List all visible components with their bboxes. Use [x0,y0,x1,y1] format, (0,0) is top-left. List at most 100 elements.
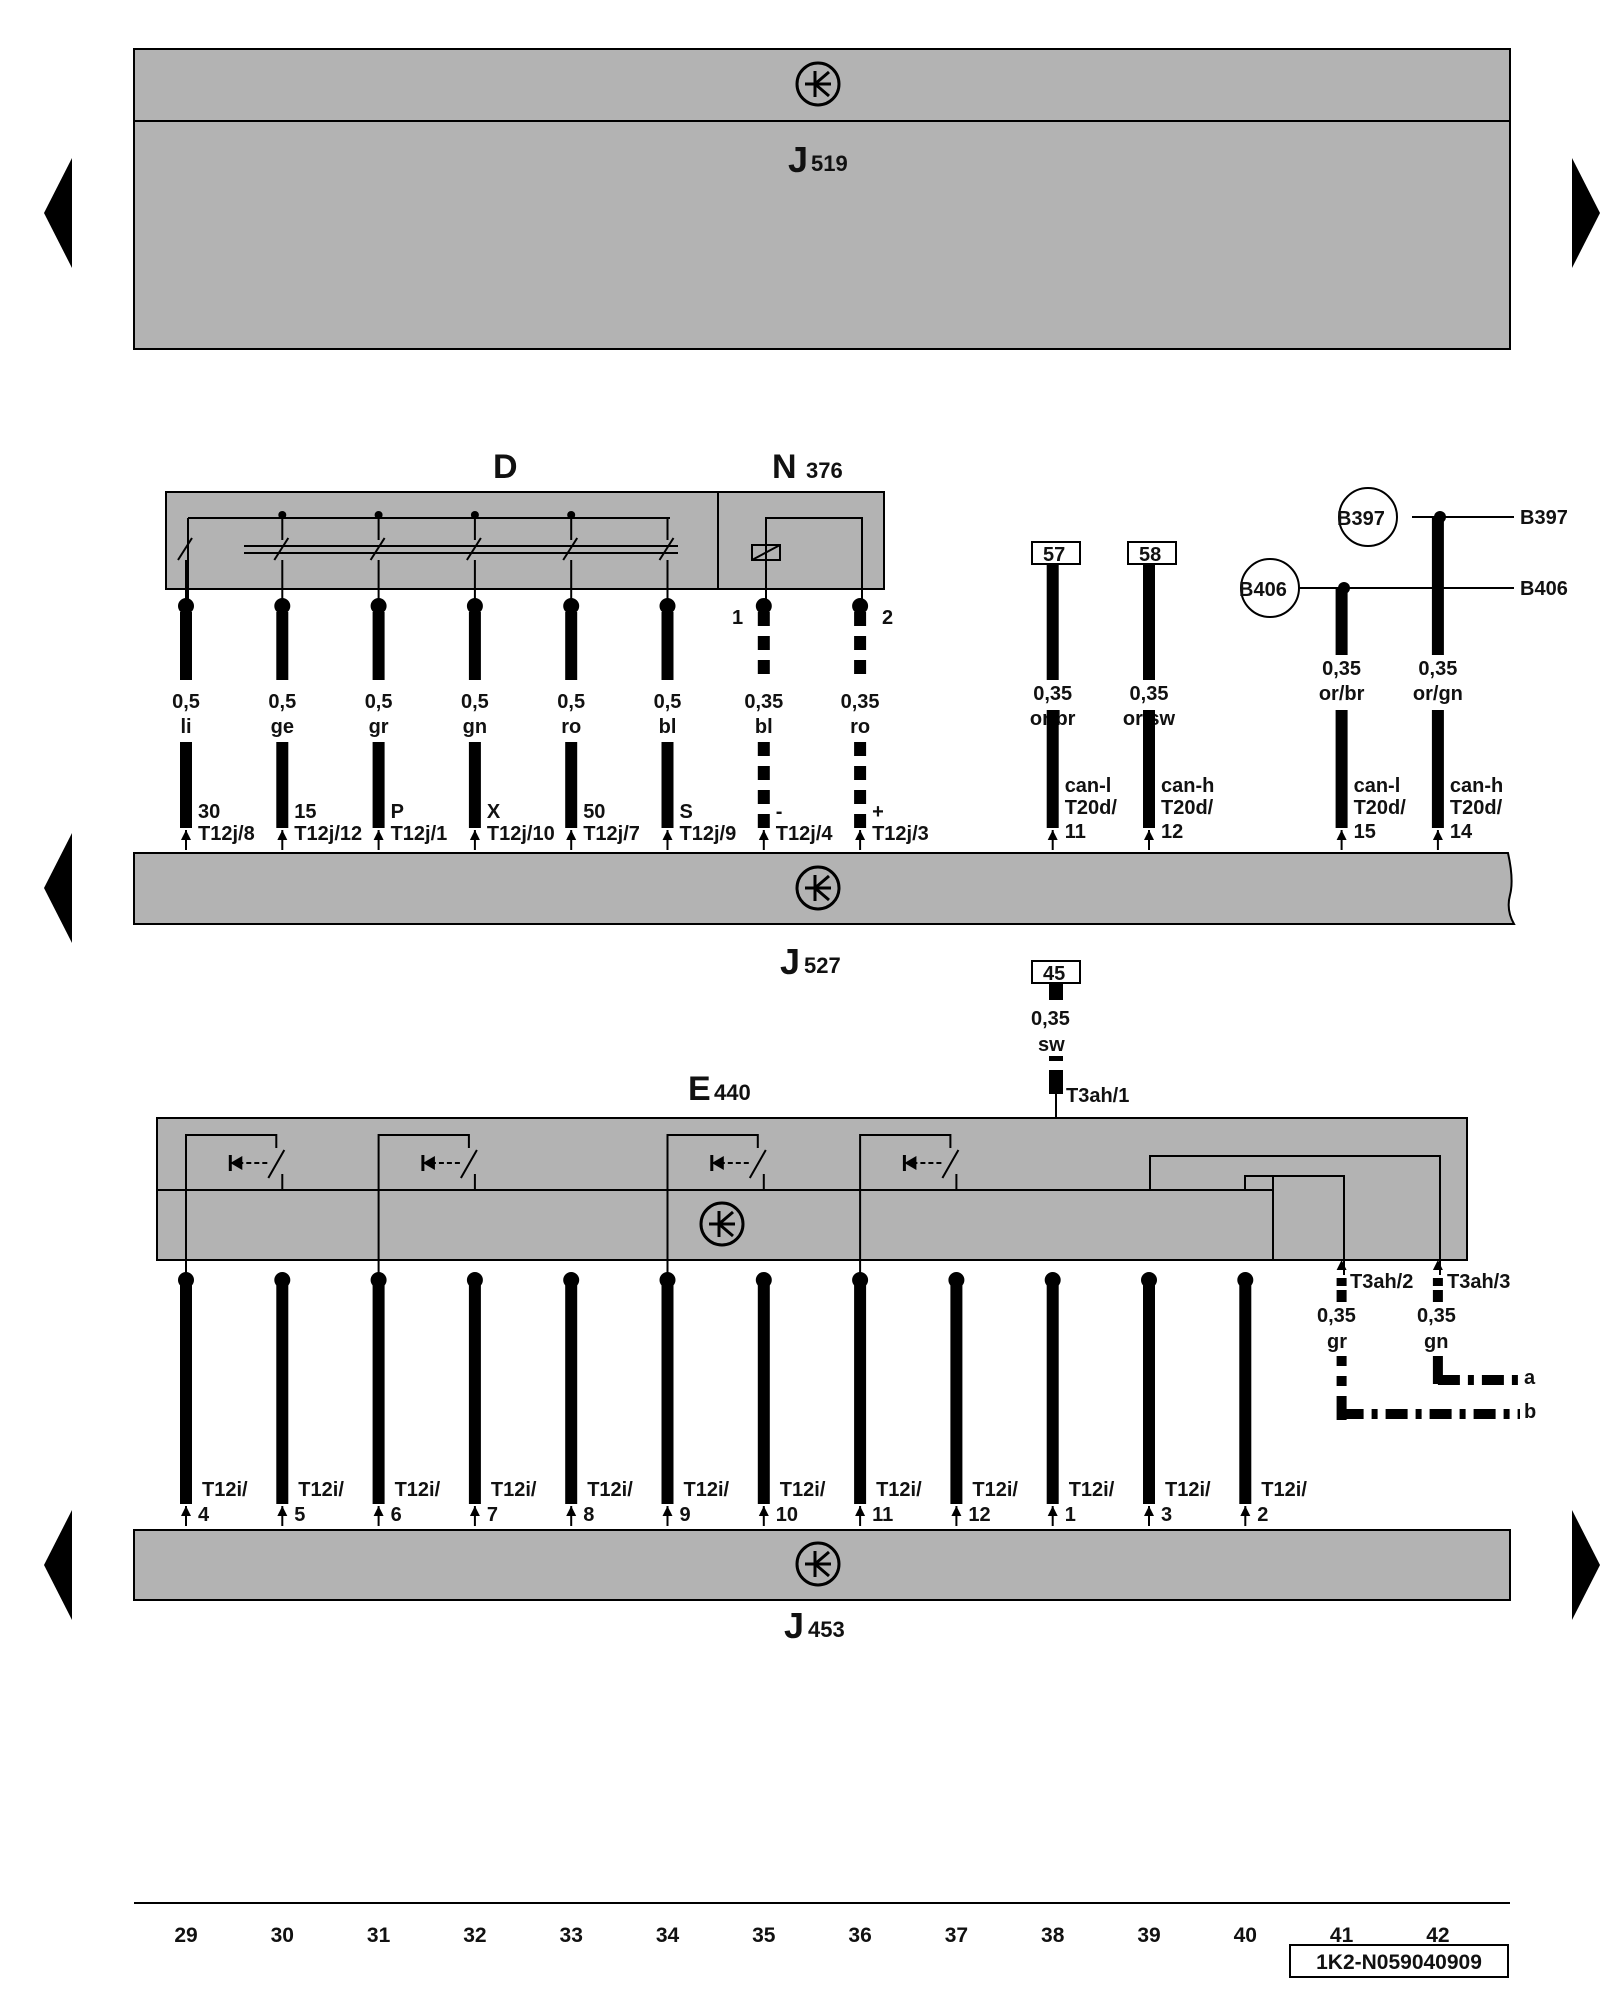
wire-pin-number: 7 [487,1504,498,1526]
wire-color-label: gr [369,716,389,738]
wire-segment [1335,588,1348,655]
wire-segment [757,814,770,828]
wire-segment [180,1284,192,1504]
wire-function-label: can-l [1065,775,1112,797]
wire-pin-number: 8 [583,1504,594,1526]
wire-segment [372,612,385,680]
column-number: 41 [1330,1924,1354,1947]
wire-size-label: 0,35 [744,691,783,713]
module-n376-number: 376 [806,458,843,483]
wire-segment [854,636,867,650]
wire-pin-number: 15 [1354,821,1376,843]
wire-color-label: ge [271,716,294,738]
wire-segment [854,660,867,674]
column-number: 33 [560,1924,583,1947]
wire-pin-label: T12i/ [395,1479,441,1501]
wire-color-label: gn [463,716,487,738]
wire-segment [1143,710,1155,828]
wire-pin-label: T12i/ [298,1479,344,1501]
wire-segment [854,766,867,780]
wire-size-label: 0,35 [1418,658,1457,680]
wire-function-label: 50 [583,801,605,823]
module-e440: E 440 [156,1070,1468,1275]
wire-pin-number: 3 [1161,1504,1172,1526]
wire-pin-number: 11 [872,1504,893,1526]
wire-pin-number: 12 [1161,821,1183,843]
contact-switch-icon [273,537,290,561]
column-number: 34 [656,1924,680,1947]
bus-ref-b406-circle-text: B406 [1239,579,1287,601]
wire-function-label: 15 [294,801,316,823]
wire-segment [757,1284,770,1504]
contact-switch-icon [466,537,482,561]
wire-segment [757,766,770,780]
column-number: 39 [1137,1924,1160,1947]
prev-page-arrow-middle[interactable] [44,833,72,943]
module-j519-number: 519 [811,151,848,176]
wire-color-label: or/br [1319,683,1365,705]
wire-pin-label: T20d/ [1065,797,1118,819]
wire-size-label: 0,5 [557,691,585,713]
wire-pin-label: T12i/ [876,1479,922,1501]
wire-segment [1143,564,1155,680]
wire-segment [565,1284,578,1504]
wire-pin-number: 12 [968,1504,990,1526]
module-j527: J 527 [133,852,1516,982]
wire-size-label: 0,5 [365,691,393,713]
wire-segment [1432,1290,1443,1302]
doc-code-box [1289,1944,1509,1978]
e440-out-pin-2: T3ah/3 [1447,1271,1510,1293]
wire-pin-label: T12j/1 [391,823,448,845]
wire-size-label: 0,5 [461,691,489,713]
wire-color-label: bl [659,716,677,738]
wire-segment [661,612,674,680]
wire-pin-label: T12j/4 [776,823,834,845]
bus-ref-circle-b397 [1338,487,1398,547]
module-e440-number: 440 [714,1080,751,1105]
column-number: 30 [271,1924,294,1947]
e440-feed-color: sw [1038,1034,1065,1056]
contact-switch-icon [562,537,579,561]
wire-segment [1431,710,1444,828]
continuation-a-label[interactable]: a [1524,1367,1536,1389]
module-j527-number: 527 [804,953,841,978]
column-number: 32 [463,1924,486,1947]
bottom-wire-group: T12i/4T12i/5T12i/6T12i/7T12i/8T12i/9T12i… [178,1272,1307,1526]
wire-pin-label: T12j/7 [583,823,640,845]
wire-pin-number: 1 [1065,1504,1076,1526]
wire-pin-label: T12i/ [684,1479,730,1501]
wire-pin-number: 5 [294,1504,305,1526]
wire-segment [468,742,481,828]
wire-size-label: 0,5 [268,691,296,713]
module-d-label: D [493,448,518,486]
wire-segment [854,1284,867,1504]
column-number: 38 [1041,1924,1065,1947]
wire-function-label: S [680,801,693,823]
prev-page-arrow-top[interactable] [44,158,72,268]
e440-feed: 45 0,35 sw T3ah/1 [1031,960,1129,1190]
wire-size-label: 0,35 [1130,683,1169,705]
wire-function-label: can-l [1354,775,1401,797]
module-j527-letter: J [780,941,800,982]
wire-pin-label: T12j/3 [872,823,929,845]
wire-function-label: 30 [198,801,220,823]
module-j453: J 453 [133,1529,1511,1646]
wire-segment [854,742,867,756]
column-number: 40 [1234,1924,1257,1947]
e440-feed-size: 0,35 [1031,1008,1070,1030]
wire-pin-number: 2 [1257,1504,1268,1526]
wire-pin-label: T12j/9 [680,823,737,845]
wire-segment [1046,710,1059,828]
next-page-arrow-top[interactable] [1572,158,1600,268]
wire-pin-number: 4 [198,1504,210,1526]
module-j453-number: 453 [808,1617,845,1642]
prev-page-arrow-bottom[interactable] [44,1510,72,1620]
wire-segment [276,1284,289,1504]
continuation-b-label[interactable]: b [1524,1401,1536,1423]
wire-pin-label: T12i/ [972,1479,1018,1501]
wire-pin-number: 10 [776,1504,798,1526]
module-j453-letter: J [784,1605,804,1646]
wire-pin-label: T12i/ [1069,1479,1115,1501]
next-page-arrow-bottom[interactable] [1572,1510,1600,1620]
wire-segment [565,612,578,680]
